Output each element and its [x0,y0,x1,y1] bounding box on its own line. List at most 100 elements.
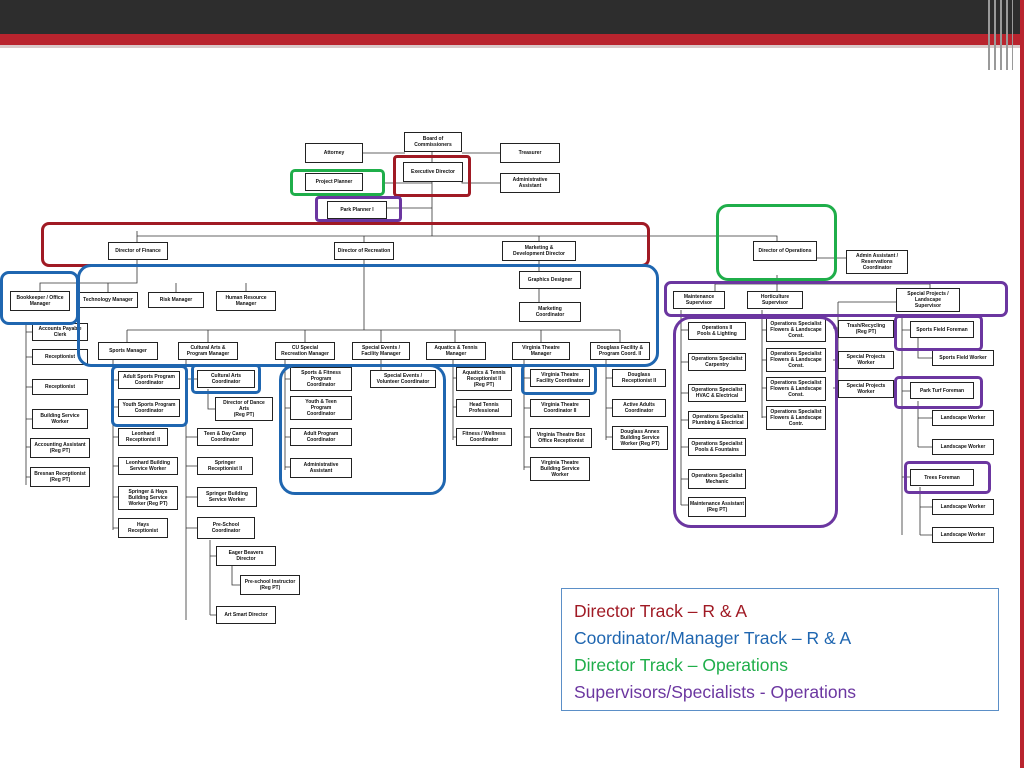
graphics-designer-node: Graphics Designer [519,271,581,289]
ops-pools-fountains-node: Operations Specialist Pools & Fountains [688,438,746,456]
legend-supervisors-operations: Supervisors/Specialists - Operations [574,682,857,702]
teen-day-camp-node: Teen & Day Camp Coordinator [197,428,253,446]
ops-pools-lighting-node: Operations II Pools & Lighting [688,322,746,340]
highlight-bookkeeper [0,271,79,325]
park-turf-foreman-node: Park Turf Foreman [910,382,974,399]
accent-bar [0,34,1024,45]
art-smart-node: Art Smart Director [216,606,276,624]
admin-assistant-reservations-node: Admin Assistant / Reservations Coordinat… [846,250,908,274]
adult-sports-node: Adult Sports Program Coordinator [118,371,180,389]
youth-sports-node: Youth Sports Program Coordinator [118,399,180,417]
attorney-node: Attorney [305,143,363,163]
hort-specialist-node: Operations Specialist Flowers & Landscap… [766,318,826,342]
highlight-directors-row [41,222,650,267]
horticulture-supervisor-node: Horticulture Supervisor [747,291,803,309]
hr-manager-node: Human Resource Manager [216,291,276,311]
receptionist-node: Receptionist [32,379,88,395]
highlight-maintenance-specialists [673,316,838,528]
trash-recycling-node: Trash/Recycling (Reg PT) [838,320,894,338]
douglass-coordinator-node: Douglass Facility & Program Coord. II [590,342,650,360]
special-projects-worker-node: Special Projects Worker [838,380,894,398]
youth-teen-node: Youth & Teen Program Coordinator [290,396,352,420]
landscape-worker-node: Landscape Worker [932,410,994,426]
landscape-worker-node: Landscape Worker [932,527,994,543]
special-events-coordinator-node: Special Events / Volunteer Coordinator [370,370,436,388]
eager-beavers-node: Eager Beavers Director [216,546,276,566]
special-projects-worker-node: Special Projects Worker [838,351,894,369]
head-tennis-node: Head Tennis Professional [456,399,512,417]
maintenance-assistant-node: Maintenance Assistant (Reg PT) [688,497,746,517]
legend-coordinator-rna: Coordinator/Manager Track – R & A [574,628,852,648]
park-planner-node: Park Planner I [327,201,387,219]
ops-mechanic-node: Operations Specialist Mechanic [688,469,746,489]
bookkeeper-node: Bookkeeper / Office Manager [10,291,70,311]
vt-box-office-node: Virginia Theatre Box Office Receptionist [530,428,592,448]
cultural-arts-coordinator-node: Cultural Arts Coordinator [197,370,255,388]
vt-bsw-node: Virginia Theatre Building Service Worker [530,457,590,481]
highlight-park-turf-foreman [894,376,983,409]
ops-carpentry-node: Operations Specialist Carpentry [688,353,746,371]
aquatics-receptionist-node: Aquatics & Tennis Receptionist II (Reg P… [456,367,512,391]
landscape-worker-node: Landscape Worker [932,499,994,515]
fitness-wellness-node: Fitness / Wellness Coordinator [456,428,512,446]
risk-manager-node: Risk Manager [148,292,204,308]
ops-hvac-node: Operations Specialist HVAC & Electrical [688,384,746,402]
treasurer-node: Treasurer [500,143,560,163]
sports-manager-node: Sports Manager [98,342,158,360]
highlight-vt-facility [521,364,597,395]
director-recreation-node: Director of Recreation [334,242,394,260]
accent-bar-shadow [0,45,1024,48]
highlight-director-operations [716,204,837,281]
special-events-manager-node: Special Events / Facility Manager [352,342,410,360]
legend-director-operations: Director Track – Operations [574,655,788,675]
highlight-park-planner [315,196,402,222]
leonhard-bsw-node: Leonhard Building Service Worker [118,457,178,475]
douglass-receptionist-node: Douglass Receptionist II [612,369,666,387]
cu-admin-assistant-node: Administrative Assistant [290,458,352,478]
hort-specialist-node: Operations Specialist Flowers & Landscap… [766,377,826,401]
highlight-cultural-arts-coordinator [191,364,261,394]
landscape-worker-node: Landscape Worker [932,439,994,455]
sports-fitness-node: Sports & Fitness Program Coordinator [290,367,352,391]
bresnan-receptionist-node: Bresnan Receptionist (Reg PT) [30,467,90,487]
vt-facility-node: Virginia Theatre Facility Coordinator [530,369,590,387]
virginia-theatre-manager-node: Virginia Theatre Manager [512,342,570,360]
leonhard-receptionist-node: Leonhard Receptionist II [118,428,168,446]
administrative-assistant-node: Administrative Assistant [500,173,560,193]
preschool-coordinator-node: Pre-School Coordinator [197,517,255,539]
director-operations-node: Director of Operations [753,241,817,261]
marketing-director-node: Marketing & Development Director [502,241,576,261]
highlight-trees-foreman [904,461,991,494]
director-dance-node: Director of Dance Arts (Reg PT) [215,397,273,421]
maintenance-supervisor-node: Maintenance Supervisor [673,291,725,309]
building-service-worker-node: Building Service Worker [32,409,88,429]
decorative-stripes [984,0,1024,70]
aquatics-manager-node: Aquatics & Tennis Manager [426,342,486,360]
accounting-assistant-node: Accounting Assistant (Reg PT) [30,438,90,458]
highlight-executive-director [393,155,471,197]
highlight-sports-coordinators [111,365,188,427]
ops-plumbing-node: Operations Specialist Plumbing & Electri… [688,411,748,429]
trees-foreman-node: Trees Foreman [910,469,974,486]
highlight-project-planner [290,169,385,196]
springer-receptionist-node: Springer Receptionist II [197,457,253,475]
preschool-instructor-node: Pre-school Instructor (Reg PT) [240,575,300,595]
sports-field-worker-node: Sports Field Worker [932,350,994,366]
executive-director-node: Executive Director [403,162,463,182]
title-bar [0,0,1024,34]
director-finance-node: Director of Finance [108,242,168,260]
douglass-annex-node: Douglass Annex Building Service Worker (… [612,426,668,450]
right-accent-bar [1020,0,1024,768]
springer-bsw-node: Springer Building Service Worker [197,487,257,507]
springer-hays-bsw-node: Springer & Hays Building Service Worker … [118,486,178,510]
sports-field-foreman-node: Sports Field Foreman [910,321,974,338]
active-adults-node: Active Adults Coordinator [612,399,666,417]
hays-receptionist-node: Hays Receptionist [118,518,168,538]
hort-specialist-node: Operations Specialist Flowers & Landscap… [766,406,826,430]
receptionist-node: Receptionist [32,349,88,365]
highlight-supervisors [664,281,1008,317]
highlight-cu-special-coordinators [279,364,446,495]
board-node: Board of Commissioners [404,132,462,152]
adult-program-node: Adult Program Coordinator [290,428,352,446]
cultural-arts-manager-node: Cultural Arts & Program Manager [178,342,238,360]
